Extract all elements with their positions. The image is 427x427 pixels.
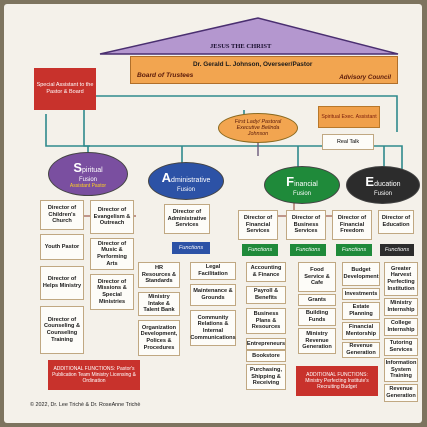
spiritual-col2-box-0: Director of Evangelism & Outreach [90, 200, 134, 234]
spiritual-col1-box-1: Youth Pastor [40, 234, 84, 260]
fin-functions-label-2: Functions [290, 244, 326, 256]
admin-func-left-1: Ministry Intake & Talent Bank [138, 292, 180, 316]
fin-director-0: Director of Financial Services [238, 210, 278, 240]
fin-func3-4: Revenue Generation [342, 342, 380, 358]
fin-func1-5: Purchasing, Shipping & Receiving [246, 364, 286, 390]
financial-rest: inancial [294, 181, 318, 188]
spiritual-col1-box-3: Director of Counseling & Counseling Trai… [40, 306, 84, 354]
spiritual-col2-box-2: Director of Missions & Special Ministrie… [90, 274, 134, 310]
edu-func-1: Ministry Internship [384, 298, 418, 316]
fin-func3-1: Investments [342, 288, 380, 300]
admin-director-box: Director of Administrative Services [164, 204, 210, 234]
first-lady-oval: First Lady/ Pastoral Executive Belinda J… [218, 113, 298, 143]
spiritual-fusion-oval: Spiritual Fusion Assistant Pastor [48, 152, 128, 196]
admin-func-left-0: HR Resources & Standards [138, 262, 180, 288]
fin-func2-3: Ministry Revenue Generation [298, 328, 336, 354]
spiritual-col2-box-1: Director of Music & Performing Arts [90, 238, 134, 270]
fin-director-2: Director of Financial Freedom [332, 210, 372, 240]
financial-fusion-oval: Financial Fusion [264, 166, 340, 204]
education-rest: ducation [374, 181, 401, 188]
fin-functions-label-3: Functions [336, 244, 372, 256]
fin-func3-0: Budget Development [342, 262, 380, 286]
fin-func1-2: Business Plans & Resources [246, 308, 286, 334]
financial-fusion-label: Fusion [292, 191, 311, 197]
fin-director-1: Director of Business Services [286, 210, 326, 240]
fin-func3-3: Financial Mentorship [342, 322, 380, 340]
overseer-bar: Dr. Gerald L. Johnson, Overseer/Pastor B… [130, 56, 398, 84]
fin-func2-2: Building Funds [298, 308, 336, 326]
spiritual-rest: piritual [82, 167, 103, 174]
board-of-trustees: Board of Trustees [137, 72, 194, 79]
edu-functions-label: Functions [380, 244, 414, 256]
special-assistant-box: Special Assistant to the Pastor & Board [34, 68, 96, 110]
edu-func-5: Revenue Generation [384, 384, 418, 402]
edu-func-0: Greater Harvest Perfecting Institution [384, 262, 418, 296]
fin-func1-3: Entrepreneurs [246, 338, 286, 350]
admin-func-right-1: Maintenance & Grounds [190, 284, 236, 306]
admin-func-left-2: Organization Development, Polices & Proc… [138, 320, 180, 356]
financial-initial: F [286, 174, 295, 189]
admin-functions-label: Functions [172, 242, 210, 254]
edu-func-3: Tutoring Services [384, 338, 418, 356]
spiritual-additional-functions: ADDITIONAL FUNCTIONS: Pastor's Publicati… [48, 360, 140, 390]
edu-func-4: Information System Training [384, 358, 418, 382]
spiritual-initial: S [73, 160, 83, 175]
real-talk-box: Real Talk [322, 134, 374, 150]
fin-func1-0: Accounting & Finance [246, 262, 286, 282]
org-chart-paper: JESUS THE CHRIST Dr. Gerald L. Johnson, … [4, 4, 422, 423]
spiritual-fusion-label: Fusion [78, 177, 97, 183]
copyright-footer: © 2022, Dr. Lee Trichè & Dr. RoseAnne Tr… [30, 402, 141, 408]
fin-func1-1: Payroll & Benefits [246, 286, 286, 304]
education-initial: E [365, 174, 375, 189]
overseer-name: Dr. Gerald L. Johnson, Overseer/Pastor [193, 61, 313, 68]
fin-func3-2: Estate Planning [342, 302, 380, 320]
edu-func-2: College Internship [384, 318, 418, 336]
fin-functions-label-1: Functions [242, 244, 278, 256]
jesus-label: JESUS THE CHRIST [210, 43, 272, 50]
header-triangle-graphic [99, 17, 399, 55]
administrative-fusion-oval: Administrative Fusion [148, 162, 224, 200]
spiritual-col1-box-0: Director of Children's Church [40, 200, 84, 230]
admin-func-right-0: Legal Facilitation [190, 262, 236, 280]
administrative-initial: A [161, 170, 172, 185]
spiritual-exec-assistant-box: Spiritual Exec. Assistant [318, 106, 380, 128]
fin-additional-functions: ADDITIONAL FUNCTIONS: Ministry Perfectin… [296, 366, 378, 396]
spiritual-sub-label: Assistant Pastor [69, 183, 107, 189]
fin-func2-0: Food Service & Cafe [298, 262, 336, 292]
education-fusion-label: Fusion [373, 191, 392, 197]
education-fusion-oval: Education Fusion [346, 166, 420, 204]
advisory-council: Advisory Council [339, 74, 391, 81]
admin-func-right-2: Community Relations & Internal Communica… [190, 310, 236, 346]
fin-func1-4: Bookstore [246, 350, 286, 362]
edu-director-box: Director of Education [378, 210, 414, 234]
fin-func2-1: Grants [298, 294, 336, 306]
spiritual-col1-box-2: Director of Helps Ministry [40, 266, 84, 300]
administrative-fusion-label: Fusion [176, 187, 195, 193]
administrative-rest: dministrative [171, 177, 211, 184]
